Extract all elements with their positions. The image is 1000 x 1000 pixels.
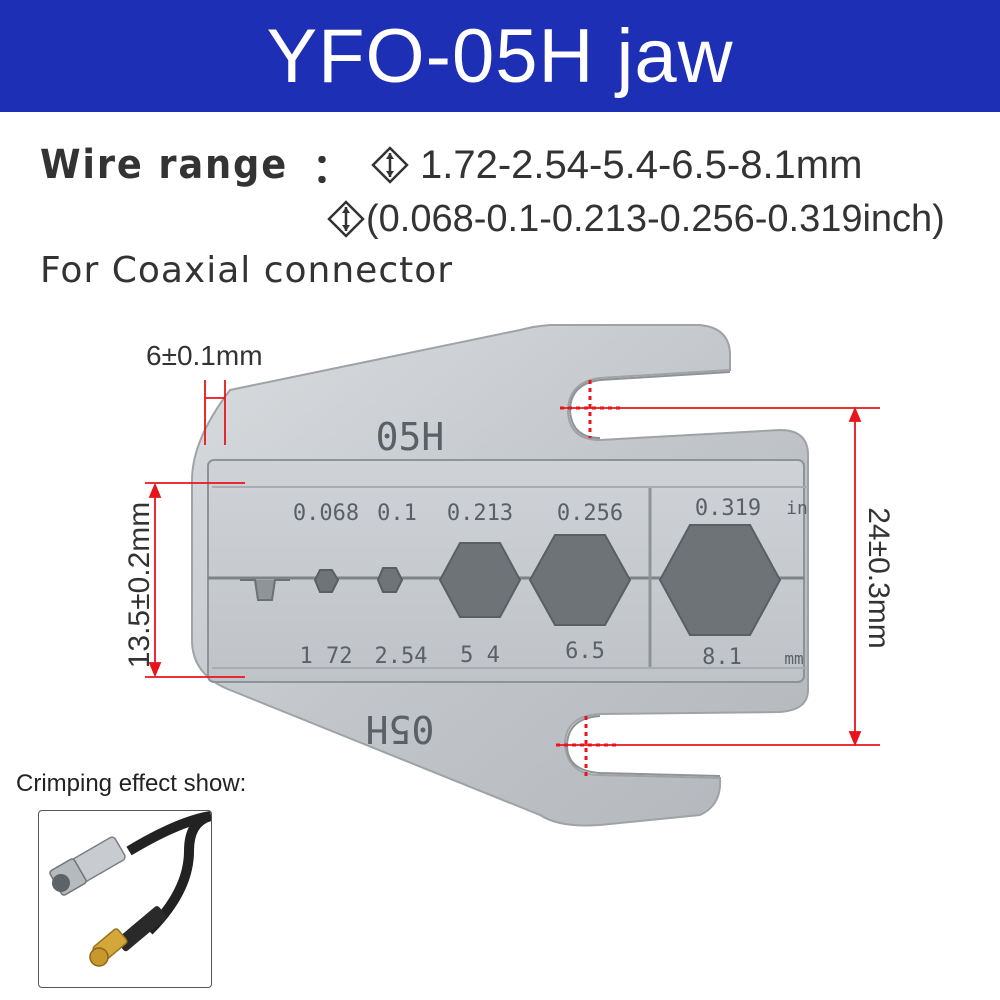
title-banner: YFO-05H jaw (0, 0, 1000, 112)
wire-range-colon: ： (312, 146, 352, 192)
mount-crosshairs (556, 380, 620, 776)
crimp-effect-label: Crimping effect show: (16, 770, 247, 797)
spacing-arrowhead-top (848, 406, 862, 422)
coaxial-cable-image (49, 811, 211, 967)
mm-label: 8.1 (702, 645, 742, 670)
spacing-arrowhead-bottom (848, 731, 862, 747)
crimp-effect-image (38, 810, 212, 988)
wire-range-mm: 1.72-2.54-5.4-6.5-8.1mm (420, 142, 863, 187)
height-dimension: 13.5±0.2mm (123, 501, 156, 669)
mm-label: 5 4 (460, 643, 500, 668)
inch-unit: in (786, 498, 808, 519)
wire-range-label: Wire range (40, 142, 289, 188)
cavity-1-72 (240, 579, 290, 601)
inch-label: 0.319 (695, 496, 761, 521)
thickness-dimension: 6±0.1mm (146, 340, 263, 371)
mm-label: 2.54 (375, 644, 428, 669)
cavity-5-4 (438, 542, 522, 618)
cavity-2-54 (313, 569, 340, 593)
inch-label: 0.213 (447, 501, 513, 526)
diameter-symbol-icon (371, 146, 409, 184)
application-text: For Coaxial connector (40, 250, 454, 291)
mm-label: 6.5 (565, 639, 605, 664)
mm-unit: mm (784, 649, 803, 668)
model-mark-bottom: 05H (366, 707, 435, 751)
bnc-connector (49, 836, 126, 896)
height-arrowhead-bottom (148, 662, 162, 678)
inch-label: 0.256 (557, 501, 623, 526)
diameter-symbol-icon (327, 200, 365, 238)
cavity-8-1 (658, 524, 782, 636)
wire-range-inch: (0.068-0.1-0.213-0.256-0.319inch) (366, 197, 945, 240)
mm-label: 1 72 (300, 644, 353, 669)
cavity-small (376, 567, 404, 593)
upper-slot (568, 371, 731, 439)
wire-range-inch-row: (0.068-0.1-0.213-0.256-0.319inch) (326, 192, 945, 246)
spacing-dimension: 24±0.3mm (862, 507, 895, 649)
inch-label: 0.1 (377, 501, 417, 526)
cavity-6-5 (528, 534, 632, 626)
sma-connector (89, 906, 167, 967)
wire-range-row: Wire range ： 1.72-2.54-5.4-6.5-8.1mm (40, 138, 862, 192)
height-arrowhead-top (148, 482, 162, 498)
coax-cable (145, 811, 211, 935)
page-title: YFO-05H jaw (266, 13, 734, 99)
model-mark-top: 05H (376, 415, 445, 459)
inch-label: 0.068 (293, 501, 359, 526)
